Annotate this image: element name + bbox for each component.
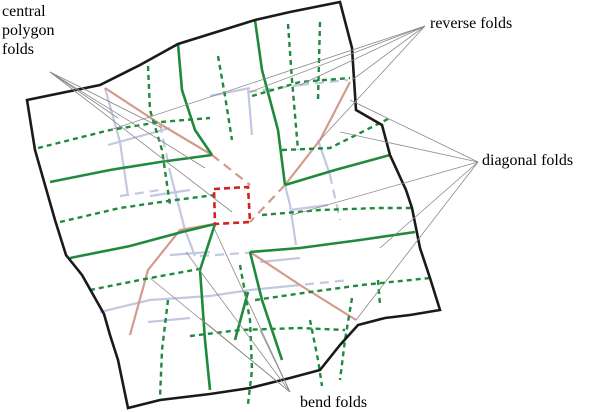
diagonal-folds [104, 81, 357, 336]
reverse-folds-dashed [119, 78, 351, 288]
label-bend-folds: bend folds [300, 394, 367, 411]
label-central-polygon-line3: folds [2, 41, 34, 58]
mountain-folds [49, 19, 416, 391]
label-central-polygon-line1: central [2, 3, 46, 20]
paper-outline [25, 0, 442, 410]
label-reverse-folds: reverse folds [430, 15, 512, 32]
reverse-folds [99, 86, 332, 324]
valley-folds [37, 21, 431, 405]
label-central-polygon-line2: polygon [2, 22, 54, 39]
central-polygon [212, 185, 252, 226]
leader-lines [49, 25, 479, 393]
label-diagonal-folds: diagonal folds [482, 152, 573, 169]
diagonal-folds-dashed [211, 154, 286, 223]
